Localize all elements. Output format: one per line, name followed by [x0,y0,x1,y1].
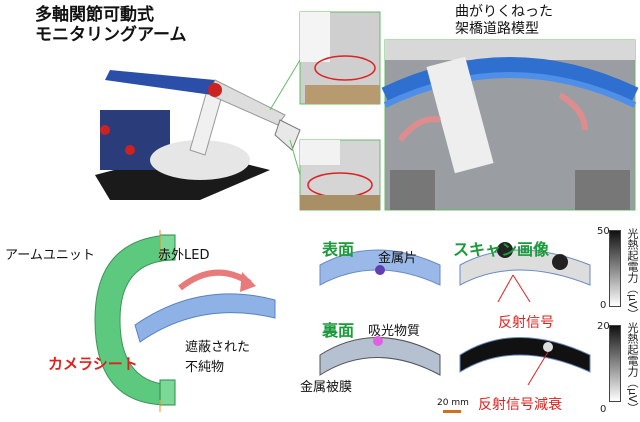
colorbar-front-min: 0 [600,300,607,311]
reflection-pointer [497,274,514,303]
title-line2: モニタリングアーム [35,25,187,45]
robot-arm-photo [95,70,301,200]
reflection-label: 反射信号 [498,315,554,331]
sample-front [319,249,441,286]
hidden-impurity-line1: 遮蔽された [185,340,251,355]
hidden-impurity-line2: 不純物 [185,360,225,375]
metal-film-label: 金属被膜 [300,380,353,395]
scan-image-back [459,337,591,373]
colorbar-back-label: 光熱起電力（μV） [626,322,639,414]
scan-arrow [178,269,252,291]
metal-piece-label: 金属片 [378,251,418,266]
reflection-decay-label: 反射信号減衰 [478,397,562,413]
colorbar-front [609,230,621,307]
colorbar-front-max: 50 [597,226,610,237]
front-label: 表面 [322,240,355,259]
ir-led-label: 赤外LED [158,248,210,263]
arm-unit-shape [94,230,176,412]
bridge-label-line2: 架橋道路模型 [455,21,539,37]
arm-unit-label: アームユニット [5,248,95,263]
bridge-model-photo [381,39,639,211]
colorbar-back [609,325,621,402]
scan-image-label: スキャン画像 [453,240,550,259]
colorbar-back-max: 20 [597,321,610,332]
colorbar-front-label: 光熱起電力（μV） [626,228,639,320]
scan-image-front [459,242,591,286]
sample-back [319,336,441,376]
colorbar-back-min: 0 [600,404,607,415]
bridge-label-line1: 曲がりくねった [455,4,553,20]
camera-sheet-label: カメラシート [48,355,138,373]
inset-photo-top [299,11,381,105]
scale-label: 20 mm [437,398,469,408]
inset-photo-bottom [299,139,381,211]
bridge-sample [134,293,276,343]
back-label: 裏面 [322,321,355,340]
absorber-label: 吸光物質 [368,324,421,339]
scale-bar [443,410,461,413]
title-line1: 多軸関節可動式 [35,5,154,25]
